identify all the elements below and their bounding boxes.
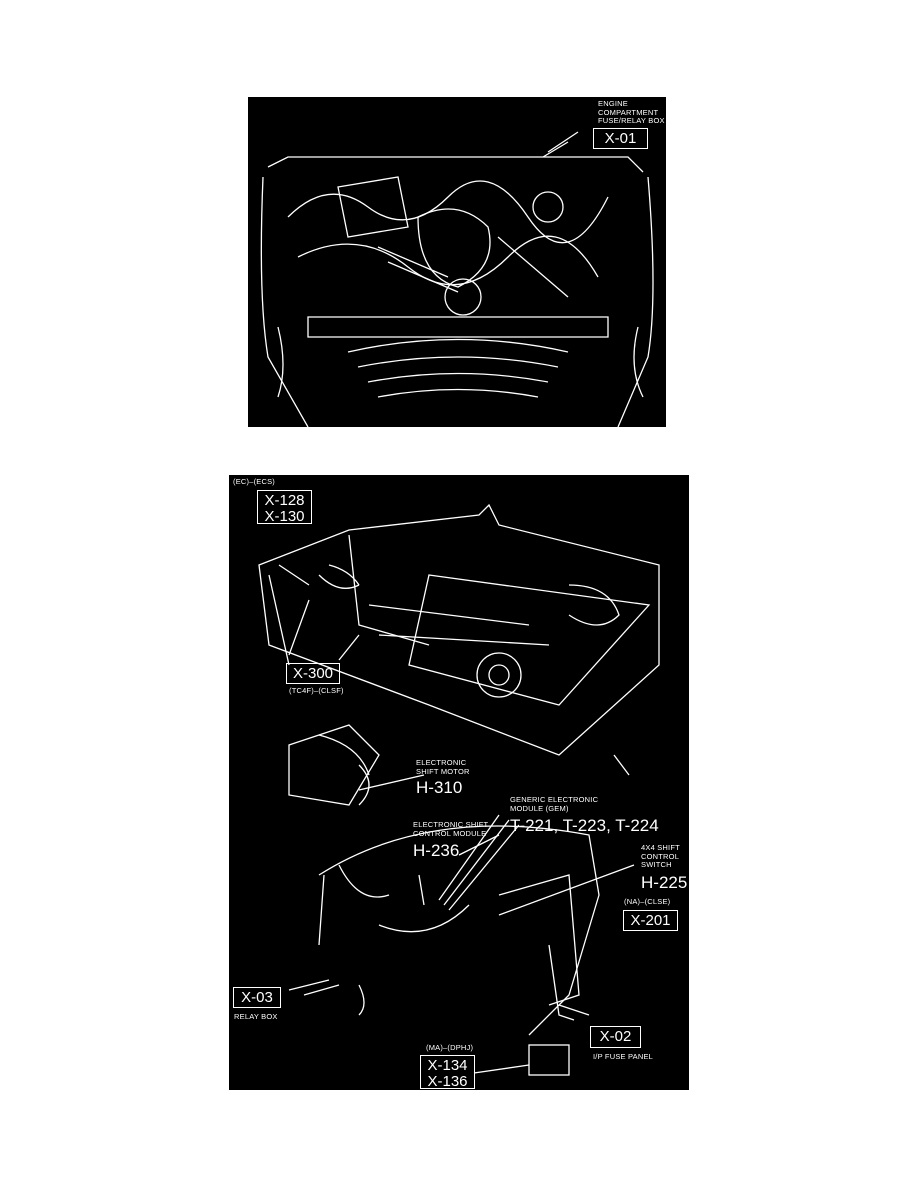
x128-condition: (EC)–(ECS) [233, 477, 276, 486]
x134-x136-label: X-134 X-136 [420, 1055, 475, 1090]
x300-label: X-300 [286, 663, 340, 684]
x134-condition: (MA)–(DPHJ) [426, 1043, 474, 1052]
x03-label: X-03 [233, 987, 281, 1008]
x300-condition: (TC4F)–(CLSF) [289, 686, 344, 695]
shift-motor-code: H-310 [416, 778, 463, 797]
escm-code: H-236 [413, 841, 460, 860]
x01-label: X-01 [593, 128, 648, 149]
x128-x130-label: X-128 X-130 [257, 490, 312, 525]
x02-label: X-02 [590, 1026, 641, 1048]
vehicle-line-art [258, 503, 660, 1076]
vehicle-interior-diagram: (EC)–(ECS) X-128 X-130 X-300 (TC4F)–(CLS… [229, 475, 689, 1090]
switch-code: H-225 [641, 873, 688, 892]
gem-codes: T-221, T-223, T-224 [510, 816, 659, 835]
x01-title: ENGINE COMPARTMENT FUSE/RELAY BOX [598, 99, 665, 125]
x02-title: I/P FUSE PANEL [593, 1052, 654, 1061]
engine-compartment-diagram: ENGINE COMPARTMENT FUSE/RELAY BOX X-01 [248, 97, 666, 427]
gem-title: GENERIC ELECTRONIC MODULE (GEM) [510, 795, 599, 813]
x201-condition: (NA)–(CLSE) [624, 897, 671, 906]
switch-title: 4X4 SHIFT CONTROL SWITCH [641, 843, 680, 869]
shift-motor-title: ELECTRONIC SHIFT MOTOR [416, 758, 470, 776]
x03-title: RELAY BOX [234, 1012, 278, 1021]
x201-label: X-201 [623, 910, 678, 931]
escm-title: ELECTRONIC SHIFT CONTROL MODULE [413, 820, 489, 838]
engine-line-art [260, 131, 654, 427]
